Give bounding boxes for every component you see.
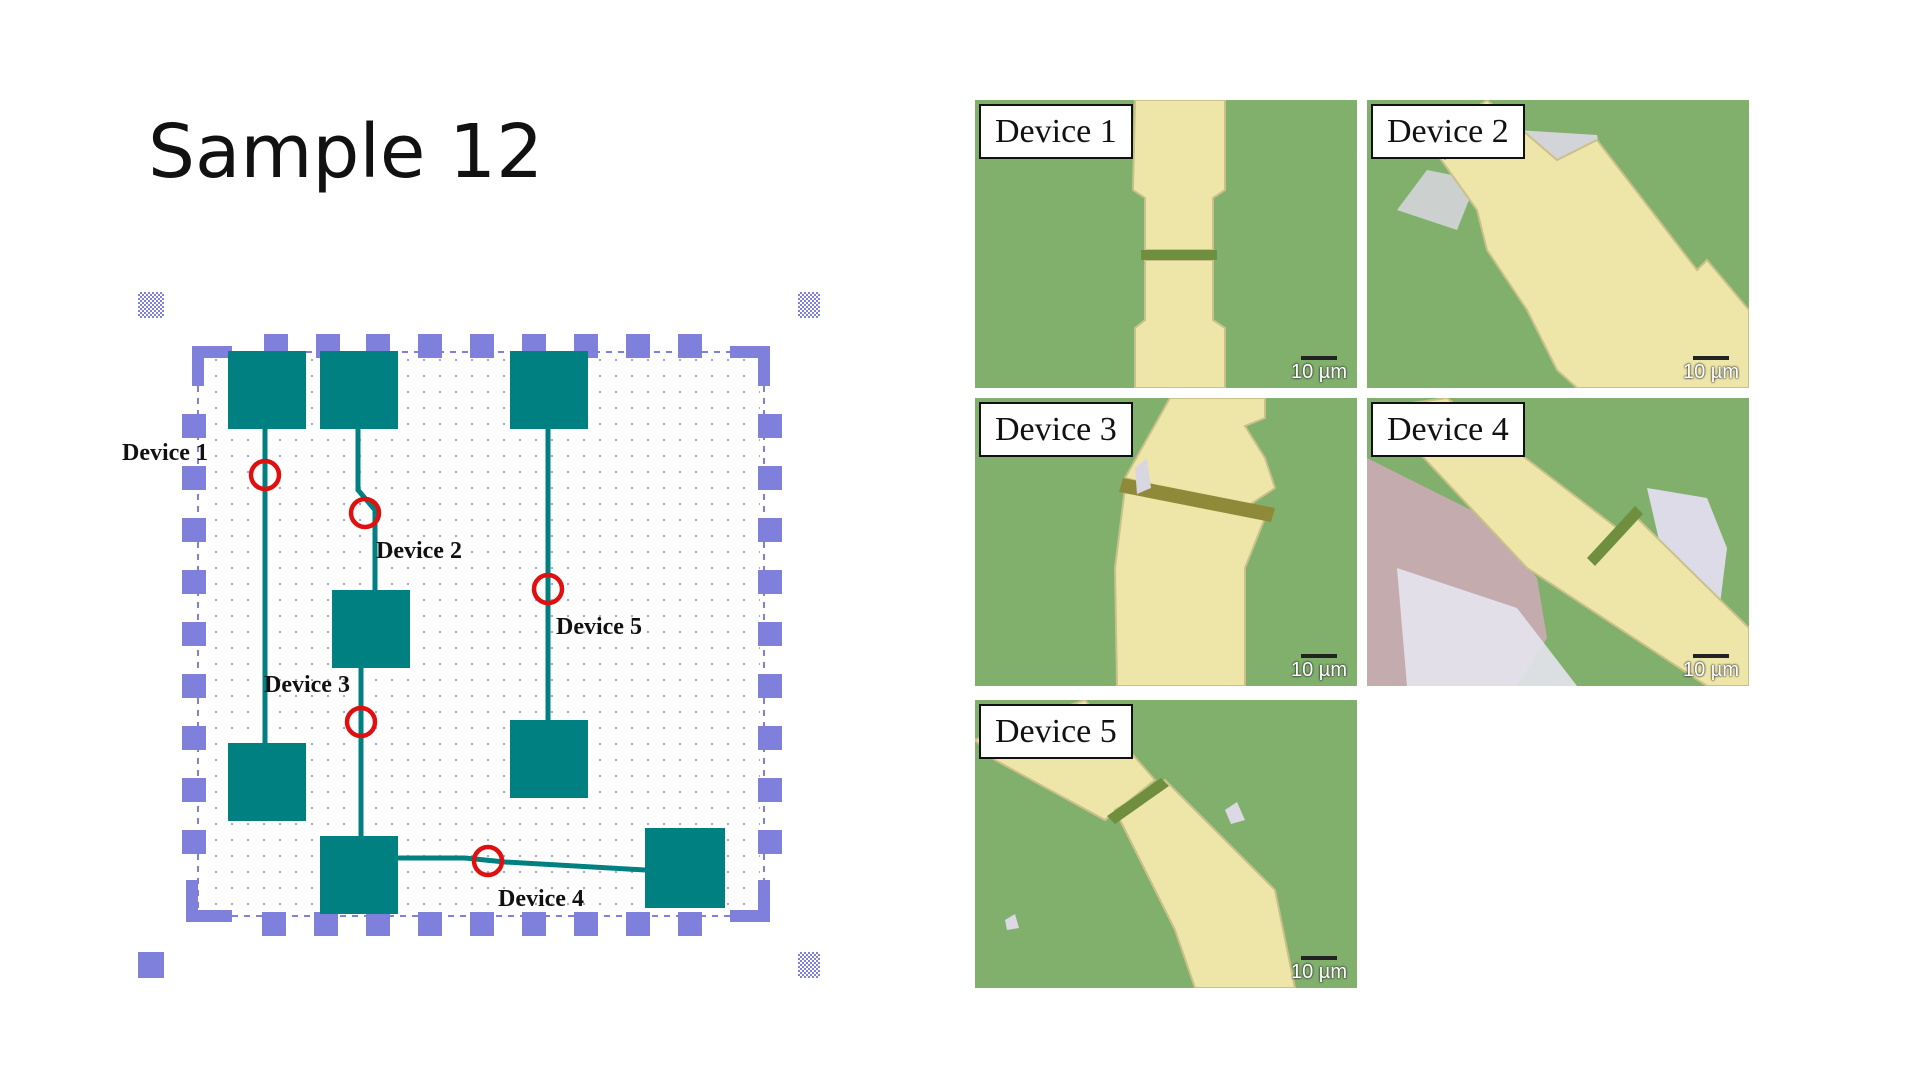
device-4-marker [471, 844, 505, 878]
device-1-marker [248, 458, 282, 492]
scale-bar-text: 10 µm [1683, 659, 1739, 681]
device-3-marker [344, 705, 378, 739]
scale-bar: 10 µm [1681, 654, 1741, 680]
scale-bar-text: 10 µm [1683, 361, 1739, 383]
contact-pad [228, 351, 306, 429]
micrograph-device-4: Device 4 10 µm [1367, 398, 1749, 686]
frame-squares-right [758, 414, 782, 854]
frame-squares-left [182, 414, 206, 854]
diagram-label-device-3: Device 3 [264, 672, 350, 698]
grid-field [205, 355, 760, 915]
contact-pad [510, 720, 588, 798]
scale-bar: 10 µm [1289, 654, 1349, 680]
scale-bar-text: 10 µm [1291, 659, 1347, 681]
diagram-label-device-1: Device 1 [122, 440, 208, 466]
contact-pads [228, 351, 725, 914]
contact-pad [228, 743, 306, 821]
diagram-label-device-5: Device 5 [556, 614, 642, 640]
diagram-label-device-4: Device 4 [498, 886, 584, 912]
frame-corner [192, 346, 232, 386]
scale-bar-text: 10 µm [1291, 361, 1347, 383]
alignment-mark-bottom-left [138, 952, 164, 978]
device-2-marker [348, 496, 382, 530]
scale-bar: 10 µm [1681, 356, 1741, 382]
micrograph-label: Device 2 [1371, 104, 1525, 160]
micrograph-device-5: Device 5 10 µm [975, 700, 1357, 988]
scale-bar-text: 10 µm [1291, 961, 1347, 983]
diagram-label-device-2: Device 2 [376, 538, 462, 564]
electrode-traces [262, 425, 646, 873]
contact-pad [645, 828, 725, 908]
micrograph-device-2: Device 2 10 µm [1367, 100, 1749, 388]
contact-pad [320, 836, 398, 914]
frame-corner [730, 346, 770, 386]
scale-bar: 10 µm [1289, 356, 1349, 382]
alignment-mark-bottom-right [798, 952, 820, 978]
micrograph-label: Device 5 [979, 704, 1133, 760]
alignment-mark-top-left [138, 292, 164, 318]
device-layout-diagram: Device 1 Device 2 Device 3 Device 4 Devi… [122, 292, 820, 978]
frame-corner [186, 880, 232, 922]
micrograph-device-3: Device 3 10 µm [975, 398, 1357, 686]
micrograph-label: Device 3 [979, 402, 1133, 458]
micrograph-label: Device 1 [979, 104, 1133, 160]
contact-pad [332, 590, 410, 668]
contact-pad [320, 351, 398, 429]
device-5-marker [531, 572, 565, 606]
micrograph-label: Device 4 [1371, 402, 1525, 458]
alignment-mark-top-right [798, 292, 820, 318]
frame-squares-bottom [262, 912, 702, 936]
contact-pad [510, 351, 588, 429]
scale-bar: 10 µm [1289, 956, 1349, 982]
micrograph-device-1: Device 1 10 µm [975, 100, 1357, 388]
slide-title: Sample 12 [148, 109, 544, 195]
frame-corner [730, 880, 770, 922]
